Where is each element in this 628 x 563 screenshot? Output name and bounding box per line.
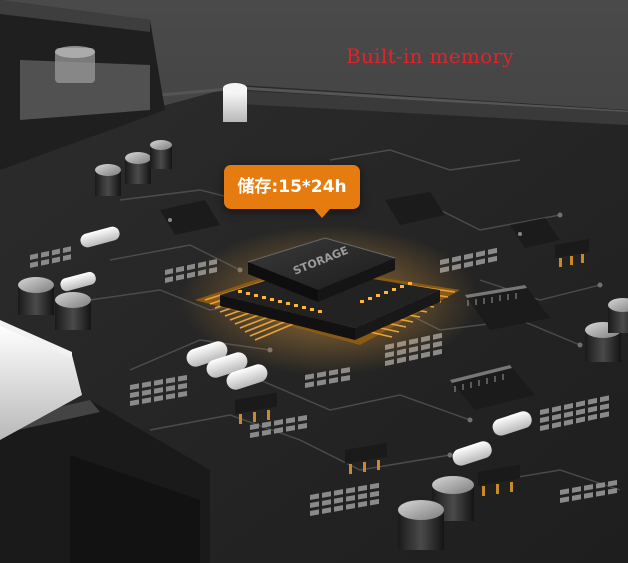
headline: Built-in memory [346, 44, 514, 68]
storage-callout: 储存:15*24h [224, 165, 360, 218]
storage-chip: STORAGE [195, 237, 460, 345]
callout-pointer [314, 209, 330, 218]
storage-callout-text: 储存:15*24h [237, 177, 347, 197]
